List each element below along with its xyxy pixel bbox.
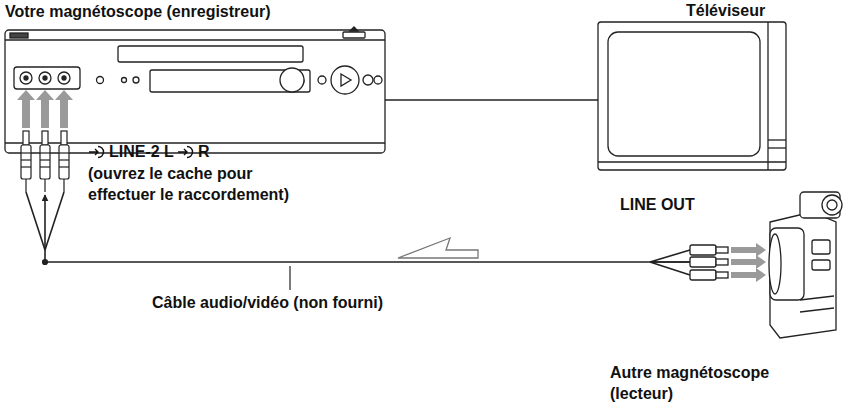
vcr-drawing-part <box>5 39 385 40</box>
tv-drawing-part <box>598 161 786 162</box>
vcr-drawing-part <box>97 77 104 84</box>
camcorder-drawing-part <box>731 268 766 282</box>
vcr-drawing-part <box>133 77 139 83</box>
tv-drawing-part <box>608 32 760 156</box>
vcr-drawing-part <box>350 27 358 31</box>
cable-label: Câble audio/vidéo (non fourni) <box>150 292 385 313</box>
rca-plugs-part <box>26 179 64 192</box>
camcorder-drawing-part <box>812 260 830 270</box>
camcorder-drawing-part <box>731 255 766 269</box>
cable-line <box>45 195 690 262</box>
vcr-drawing <box>5 27 385 153</box>
node-title: Autre magnétoscope (lecteur) <box>610 362 800 404</box>
tv-drawing-part <box>768 147 786 148</box>
rca-plugs-part <box>21 152 31 153</box>
leader-line <box>289 266 290 290</box>
camcorder-drawing-part <box>800 308 834 312</box>
rca-plugs-part <box>21 166 31 167</box>
camcorder-drawing-part <box>827 200 837 210</box>
vcr-drawing-part <box>341 74 351 86</box>
camcorder-drawing <box>650 192 842 338</box>
camcorder-drawing-part <box>800 296 834 300</box>
flow-arrow-part <box>398 238 478 258</box>
node-title: Votre magnétoscope (enregistreur) <box>5 1 271 22</box>
rca-plugs-part <box>42 131 48 145</box>
camcorder-drawing-part <box>716 247 728 253</box>
vcr-drawing-part <box>43 76 47 80</box>
rca-plugs-part <box>21 159 31 160</box>
vcr-drawing-part <box>10 33 28 38</box>
vcr-drawing-part <box>14 67 80 89</box>
label-row: LINE-2 L R <box>88 141 209 162</box>
plug-arrows-part <box>17 90 35 128</box>
node-title: Téléviseur <box>686 0 765 21</box>
note-text: (ouvrez le cache pour effectuer le racco… <box>88 163 320 205</box>
rca-plugs-part <box>40 159 50 160</box>
rca-plugs-part <box>40 145 50 179</box>
vcr-drawing-part <box>122 78 127 83</box>
camcorder-drawing-part <box>716 259 728 265</box>
camcorder-drawing-part <box>769 234 781 294</box>
plug-arrows-part <box>55 90 73 128</box>
vcr-drawing-part <box>363 75 373 85</box>
tv-unit: Téléviseur <box>598 0 788 170</box>
plug-arrows <box>17 90 73 128</box>
rca-plugs-part <box>59 159 69 160</box>
tv-drawing <box>598 22 786 170</box>
camcorder-drawing-part <box>690 270 716 280</box>
output-label: LINE OUT <box>620 194 695 215</box>
input-symbol <box>177 145 195 159</box>
vcr-drawing-part <box>5 30 385 153</box>
input-symbol <box>88 145 106 159</box>
tv-drawing-part <box>768 139 786 140</box>
rca-plugs-part <box>61 131 67 145</box>
leader-line-part <box>289 266 290 290</box>
camcorder-drawing-part <box>812 240 830 254</box>
rca-plugs-part <box>59 145 69 179</box>
rca-plugs-part <box>21 145 31 179</box>
vcr-drawing-part <box>343 32 365 38</box>
plug-arrows-part <box>36 90 54 128</box>
camcorder-drawing-part <box>731 243 766 257</box>
input-symbol-stroke <box>89 146 104 157</box>
vcr-drawing-part <box>24 76 28 80</box>
camcorder-drawing-part <box>690 257 716 267</box>
rca-plugs-part <box>59 166 69 167</box>
vcr-drawing-part <box>374 76 382 84</box>
vcr-drawing-part <box>62 76 66 80</box>
camcorder-drawing-part <box>770 212 836 338</box>
vcr-drawing-part <box>20 72 32 84</box>
camcorder-drawing-part <box>716 272 728 278</box>
vcr-drawing-part <box>39 72 51 84</box>
vcr-drawing-part <box>331 66 359 94</box>
flow-arrow <box>398 238 478 258</box>
input-symbol-stroke <box>178 146 193 157</box>
camcorder-drawing-part <box>822 195 842 215</box>
vcr-drawing-part <box>58 72 70 84</box>
tv-drawing-part <box>598 22 786 170</box>
rca-plugs-part <box>23 131 29 145</box>
camcorder-unit: Autre magnétoscope (lecteur) <box>690 185 848 413</box>
camcorder-drawing-part <box>690 245 716 255</box>
rca-plugs-part <box>40 152 50 153</box>
camcorder-drawing-part <box>770 228 804 300</box>
rca-plugs-part <box>59 152 69 153</box>
vcr-drawing-part <box>118 46 303 62</box>
input-label: LINE-2 L <box>109 141 174 162</box>
rca-plugs-part <box>40 166 50 167</box>
vcr-drawing-part <box>280 68 304 92</box>
vcr-drawing-part <box>318 76 326 84</box>
input-label: R <box>198 141 210 162</box>
cable-line <box>385 99 598 101</box>
